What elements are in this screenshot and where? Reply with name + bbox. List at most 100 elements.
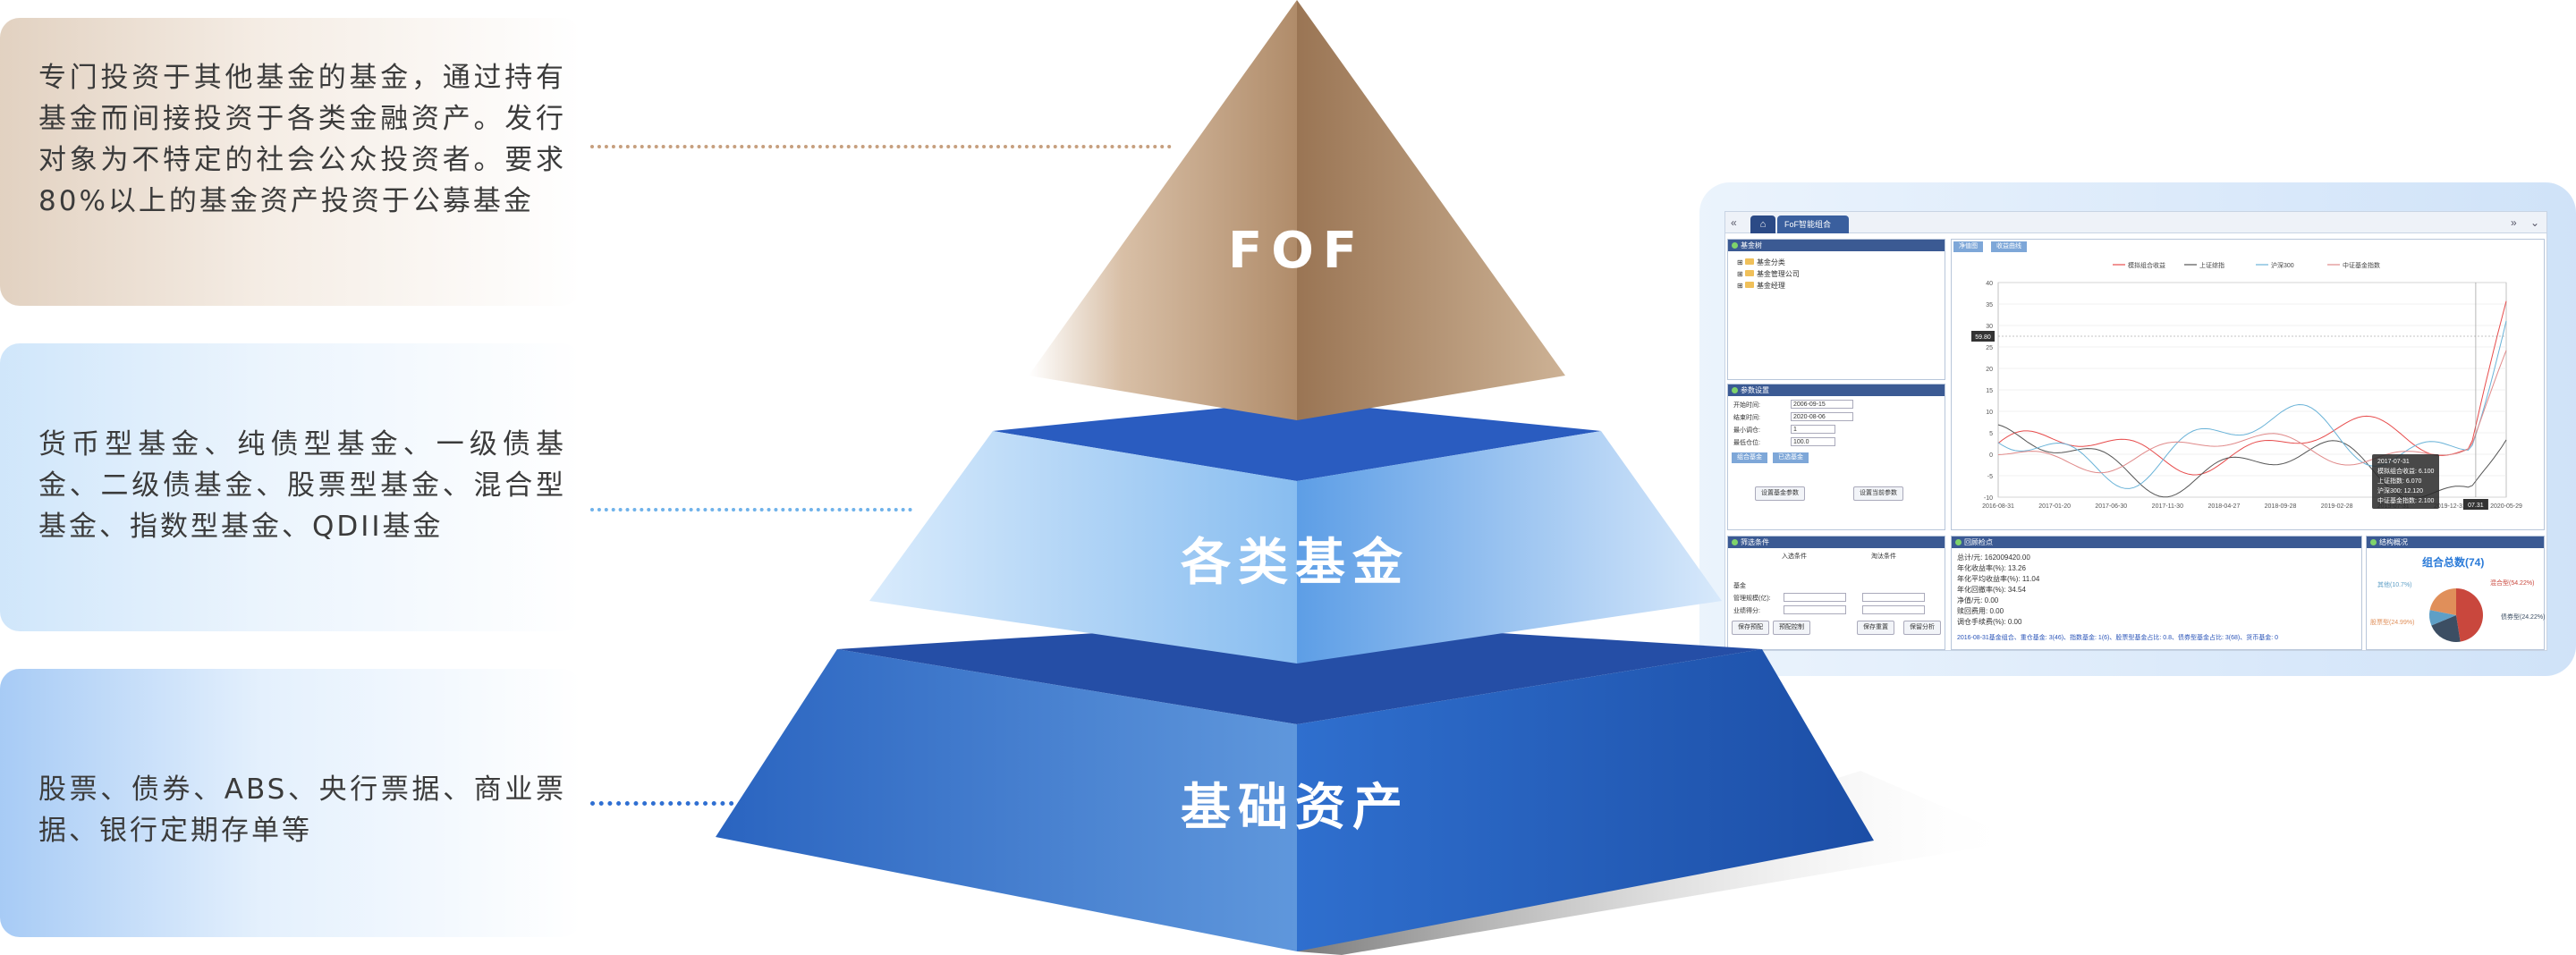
summary-line: 净值/元: 0.00	[1957, 596, 1999, 604]
series-line	[1997, 350, 2507, 474]
filter-col-out: 淘汰条件	[1871, 554, 1896, 560]
tab-return-curve[interactable]: 收益曲线	[1991, 241, 2027, 252]
cursor-value: 59.80	[1975, 334, 1991, 341]
fund-tier-left	[869, 431, 1297, 663]
y-tick-label: 25	[1986, 345, 1993, 351]
fof-connector	[590, 145, 1172, 148]
summary-line: 总计/元: 162009420.00	[1957, 554, 2030, 562]
y-tick-label: 0	[1989, 452, 1993, 459]
y-tick-label: 40	[1986, 281, 1993, 287]
tab-nav-chart[interactable]: 净值图	[1953, 241, 1983, 252]
filter-out-field[interactable]	[1862, 593, 1925, 602]
y-tick-label: 35	[1986, 302, 1993, 308]
funds-description-card: 货币型基金、纯债型基金、一级债基金、二级债基金、股票型基金、混合型基金、指数型基…	[0, 343, 581, 631]
fund-tier-label: 各类基金	[1181, 534, 1410, 592]
param-label: 最低仓位:	[1733, 440, 1760, 446]
x-tick-label: 2017-11-30	[2152, 503, 2183, 510]
y-tick-label: 20	[1986, 367, 1993, 373]
tree-item[interactable]: ⊞ 基金分类	[1737, 258, 1785, 266]
x-tick-label: 2018-09-28	[2265, 503, 2297, 510]
tab-combined-funds[interactable]: 组合基金	[1732, 452, 1767, 463]
pie-panel: 结构概况 组合总数(74) 混合型(54.22%)债券型(24.22%)其他(1…	[2366, 536, 2545, 650]
chart-tooltip: 2017-07-31 模拟组合收益: 6.100 上证指数: 6.070 沪深3…	[2372, 454, 2440, 509]
fof-tier-right	[1297, 0, 1565, 420]
x-tick-label: 2017-06-30	[2095, 503, 2127, 510]
summary-line: 年化收益率(%): 13.26	[1957, 564, 2026, 572]
x-tick-label: 2019-12-31	[2434, 503, 2466, 510]
tab-selected-funds[interactable]: 已选基金	[1773, 452, 1809, 463]
y-tick-label: 5	[1989, 431, 1993, 437]
param-label: 开始时间:	[1733, 402, 1760, 409]
save-preset-button[interactable]: 保存预配	[1732, 621, 1769, 635]
preset-control-button[interactable]: 预配控制	[1773, 621, 1810, 635]
x-tick-label: 2016-08-31	[1982, 503, 2014, 510]
fof-tier-left	[1029, 0, 1297, 420]
y-tick-label: 10	[1986, 410, 1993, 416]
chevron-down-icon[interactable]: ⌄	[2530, 216, 2540, 229]
filter-in-field[interactable]	[1784, 605, 1846, 614]
fund-tier-right	[1297, 431, 1722, 663]
pie-slice	[2456, 588, 2483, 642]
collapse-right-icon[interactable]: »	[2511, 216, 2517, 229]
param-label: 最小调仓:	[1733, 427, 1760, 434]
assets-description: 股票、债券、ABS、央行票据、商业票据、银行定期存单等	[38, 773, 566, 847]
tree-panel: 基金树 ⊞ 基金分类 ⊞ 基金管理公司 ⊞ 基金经理	[1727, 239, 1945, 380]
summary-line: 年化平均收益率(%): 11.04	[1957, 575, 2040, 583]
tree-item[interactable]: ⊞ 基金经理	[1737, 282, 1785, 290]
asset-tier-left	[716, 649, 1297, 951]
set-fund-params-button[interactable]: 设置基金参数	[1755, 486, 1805, 501]
filter-in-field[interactable]	[1784, 593, 1846, 602]
assets-connector	[590, 801, 742, 806]
tree-item[interactable]: ⊞ 基金管理公司	[1737, 270, 1800, 278]
summary-line: 调仓手续费(%): 0.00	[1957, 618, 2022, 626]
x-tick-label: 2020-05-29	[2490, 503, 2522, 510]
legend-label: 上证综指	[2199, 261, 2224, 269]
params-panel-title: 参数设置	[1728, 385, 1945, 396]
cursor-date: 07.31	[2468, 503, 2484, 509]
pie-label: 债券型(24.22%)	[2501, 613, 2545, 621]
position-field[interactable]: 100.0	[1791, 437, 1835, 446]
filter-col-in: 入选条件	[1782, 554, 1807, 560]
summary-line: 赎回费用: 0.00	[1957, 607, 2004, 615]
collapse-left-icon[interactable]: «	[1731, 216, 1737, 229]
keep-analysis-button[interactable]: 保留分析	[1903, 621, 1941, 635]
funds-description: 货币型基金、纯债型基金、一级债基金、二级债基金、股票型基金、混合型基金、指数型基…	[38, 428, 566, 543]
save-reset-button[interactable]: 保存重置	[1857, 621, 1894, 635]
tab-fof[interactable]: FoF智能组合	[1777, 216, 1849, 233]
x-tick-label: 2017-01-20	[2038, 503, 2071, 510]
params-panel: 参数设置 开始时间: 2006-09-15 结束时间: 2020-08-06 最…	[1727, 384, 1945, 530]
pie-slice	[2431, 615, 2461, 642]
x-tick-label: 2018-04-27	[2208, 503, 2241, 510]
funds-connector	[590, 508, 912, 511]
cursor-value-box	[1971, 331, 1995, 342]
filter-out-field[interactable]	[1862, 605, 1925, 614]
pie-title: 组合总数(74)	[2422, 556, 2485, 569]
home-icon[interactable]: ⌂	[1750, 216, 1775, 233]
rebalance-field[interactable]: 1	[1791, 425, 1835, 434]
filter-section: 基金	[1733, 583, 1746, 589]
legend-label: 沪深300	[2271, 261, 2294, 269]
fund-tier-top	[993, 401, 1601, 481]
filter-panel-title: 筛选条件	[1728, 537, 1945, 548]
end-date-field[interactable]: 2020-08-06	[1791, 412, 1853, 421]
set-current-params-button[interactable]: 设置当前参数	[1853, 486, 1903, 501]
series-line	[1997, 300, 2507, 476]
series-line	[1997, 320, 2507, 489]
pie-label: 股票型(24.99%)	[2370, 618, 2414, 626]
y-tick-label: 30	[1986, 324, 1993, 330]
summary-line: 年化回撤率(%): 34.54	[1957, 586, 2026, 594]
screenshot-tabbar: « ⌂ FoF智能组合 » ⌄	[1725, 212, 2546, 233]
y-tick-label: -5	[1987, 474, 1993, 480]
asset-tier-label: 基础资产	[1181, 779, 1410, 837]
structure-pie-chart: 混合型(54.22%)债券型(24.22%)其他(10.7%)股票型(24.99…	[2370, 579, 2545, 642]
summary-panel-title: 回顾检点	[1952, 537, 2361, 548]
start-date-field[interactable]: 2006-09-15	[1791, 400, 1853, 409]
pie-slice	[2429, 610, 2456, 626]
summary-links[interactable]: 2016-08-31基金组合、重仓基金: 3(46)、指数基金: 1(6)、股票…	[1957, 635, 2279, 641]
summary-panel: 回顾检点 总计/元: 162009420.00 年化收益率(%): 13.26 …	[1951, 536, 2362, 650]
tree-panel-title: 基金树	[1728, 240, 1945, 251]
legend-label: 模拟组合收益	[2128, 261, 2165, 269]
filter-panel: 筛选条件 入选条件 淘汰条件 基金 管理规模(亿): 业绩得分: 保存预配 预配…	[1727, 536, 1945, 650]
